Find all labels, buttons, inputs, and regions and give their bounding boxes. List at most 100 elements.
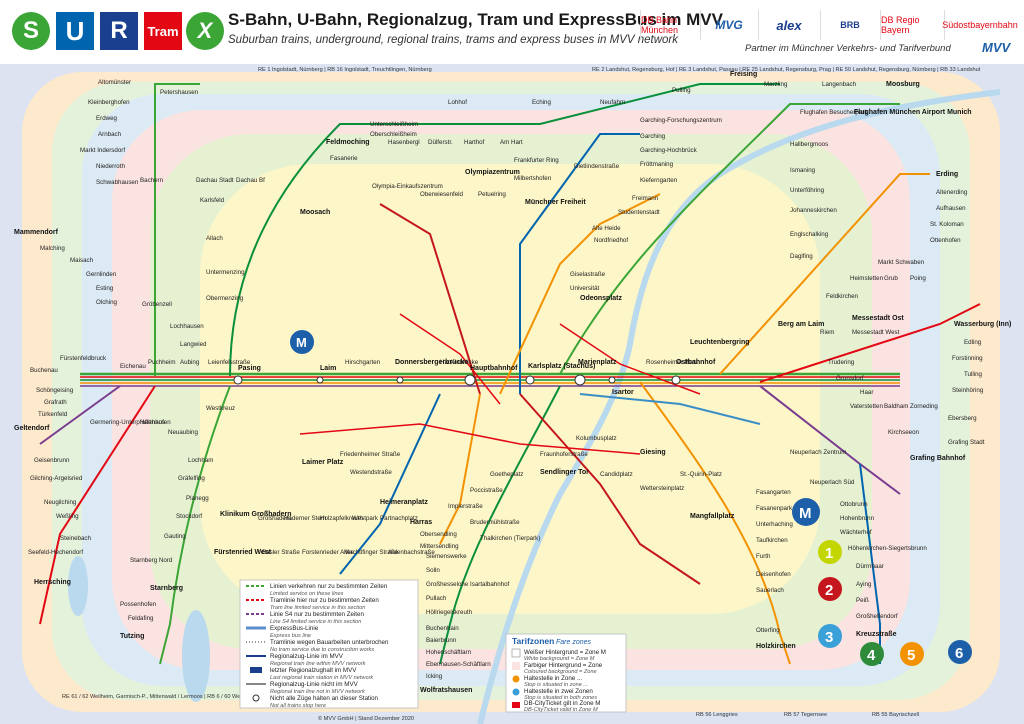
station-sauerlach[interactable]: Sauerlach bbox=[756, 587, 784, 594]
station-marienplatz[interactable]: Marienplatz bbox=[578, 359, 617, 366]
station-friedenheimer-strasse[interactable]: Friedenheimer Straße bbox=[340, 451, 401, 458]
station-fasanenpark[interactable]: Fasanenpark bbox=[756, 505, 793, 512]
station-wettersteinplatz[interactable]: Wettersteinplatz bbox=[640, 485, 684, 492]
station-frankfurter-ring[interactable]: Frankfurter Ring bbox=[514, 157, 559, 164]
station-unterschleissheim[interactable]: Unterschleißheim bbox=[370, 121, 418, 128]
station-wessling[interactable]: Weßling bbox=[56, 513, 79, 520]
station-moosburg[interactable]: Moosburg bbox=[886, 81, 920, 88]
station-mammendorf[interactable]: Mammendorf bbox=[14, 229, 59, 236]
station-hauptbahnhof[interactable]: Hauptbahnhof bbox=[470, 365, 518, 372]
station-langwied[interactable]: Langwied bbox=[180, 341, 207, 348]
station-gilching-argelsried[interactable]: Gilching-Argelsried bbox=[30, 475, 83, 482]
station-forstenrieder-allee[interactable]: Forstenrieder Allee bbox=[302, 549, 354, 556]
station-neuaubing[interactable]: Neuaubing bbox=[168, 429, 198, 436]
station-westkreuz[interactable]: Westkreuz bbox=[206, 405, 235, 412]
station-steinhoering[interactable]: Steinhöring bbox=[952, 387, 984, 394]
station-haderner-stern[interactable]: Haderner Stern bbox=[284, 515, 327, 522]
station-marzling[interactable]: Marzling bbox=[764, 81, 788, 88]
station-lochhausen[interactable]: Lochhausen bbox=[170, 323, 204, 330]
station-eichenau[interactable]: Eichenau bbox=[120, 363, 146, 370]
station-am-hart[interactable]: Am Hart bbox=[500, 139, 523, 146]
station-aidenbachstrasse[interactable]: Aidenbachstraße bbox=[388, 549, 435, 556]
station-gauting[interactable]: Gauting bbox=[164, 533, 186, 540]
station-fraunhoferstrasse[interactable]: Fraunhoferstraße bbox=[540, 451, 588, 458]
station-puchheim[interactable]: Puchheim bbox=[148, 359, 176, 366]
station-fuerstenried-west[interactable]: Fürstenried West bbox=[214, 549, 272, 556]
station-furth[interactable]: Furth bbox=[756, 553, 771, 560]
station-fasanerie[interactable]: Fasanerie bbox=[330, 155, 358, 162]
station-markt-indersdorf[interactable]: Markt Indersdorf bbox=[80, 147, 125, 154]
station-starnberg-nord[interactable]: Starnberg Nord bbox=[130, 557, 173, 564]
station-riem[interactable]: Riem bbox=[820, 329, 834, 336]
station-solln[interactable]: Solln bbox=[426, 567, 440, 574]
station-eching[interactable]: Eching bbox=[532, 99, 551, 106]
station-universitaet[interactable]: Universität bbox=[570, 285, 600, 292]
station-thalkirchen[interactable]: Thalkirchen (Tierpark) bbox=[480, 535, 540, 542]
station-zorneding[interactable]: Zorneding bbox=[910, 403, 938, 410]
station-neugilching[interactable]: Neugilching bbox=[44, 499, 77, 506]
station-kieferngarten[interactable]: Kieferngarten bbox=[640, 177, 678, 184]
station-gernlinden[interactable]: Gernlinden bbox=[86, 271, 117, 278]
station-brudermuehlstrasse[interactable]: Brudermühlstraße bbox=[470, 519, 520, 526]
station-klinikum-grosshadern[interactable]: Klinikum Großhadern bbox=[220, 511, 292, 518]
station-forstinning[interactable]: Forstinning bbox=[952, 355, 983, 362]
station-harthof[interactable]: Harthof bbox=[464, 139, 485, 146]
station-hirschgarten[interactable]: Hirschgarten bbox=[345, 359, 381, 366]
station-bachern[interactable]: Bachern bbox=[140, 177, 164, 184]
station-maisach[interactable]: Maisach bbox=[70, 257, 94, 264]
station-steinebach[interactable]: Steinebach bbox=[60, 535, 92, 542]
station-pullach[interactable]: Pullach bbox=[426, 595, 447, 602]
station-giesing[interactable]: Giesing bbox=[640, 449, 666, 456]
station-holzkirchen[interactable]: Holzkirchen bbox=[756, 643, 796, 650]
station-st-quirin-platz[interactable]: St.-Quirin-Platz bbox=[680, 471, 722, 478]
station-grafrath[interactable]: Grafrath bbox=[44, 399, 67, 406]
station-harthaus[interactable]: Harthaus bbox=[140, 419, 165, 426]
station-waechterhof[interactable]: Wächterhof bbox=[840, 529, 872, 536]
station-kleinberghofen[interactable]: Kleinberghofen bbox=[88, 99, 130, 106]
station-kreuzstrasse[interactable]: Kreuzstraße bbox=[856, 631, 897, 638]
station-kolumbusplatz[interactable]: Kolumbusplatz bbox=[576, 435, 617, 442]
station-westendstrasse[interactable]: Westendstraße bbox=[350, 469, 392, 476]
station-leienfelsstrasse[interactable]: Leienfelsstraße bbox=[208, 359, 251, 366]
station-oberschleissheim[interactable]: Oberschleißheim bbox=[370, 131, 417, 138]
station-ebenhausen[interactable]: Ebenhausen-Schäftlarn bbox=[426, 661, 491, 668]
station-hasenbergl[interactable]: Hasenbergl bbox=[388, 139, 420, 146]
station-flughafen-besucherpark[interactable]: Flughafen Besucherpark bbox=[800, 109, 868, 116]
station-poccistrasse[interactable]: Poccistraße bbox=[470, 487, 503, 494]
station-duelferstr[interactable]: Dülferstr. bbox=[428, 139, 453, 146]
station-heimeranplatz[interactable]: Heimeranplatz bbox=[380, 499, 428, 506]
station-lohhof[interactable]: Lohhof bbox=[448, 99, 467, 106]
station-feldafing[interactable]: Feldafing bbox=[128, 615, 154, 622]
station-messestadt-ost[interactable]: Messestadt Ost bbox=[852, 315, 904, 322]
station-allach[interactable]: Allach bbox=[206, 235, 223, 242]
station-altomuenster[interactable]: Altomünster bbox=[98, 79, 131, 86]
station-olympia-einkaufszentrum[interactable]: Olympia-Einkaufszentrum bbox=[372, 183, 443, 190]
station-groebenzell[interactable]: Gröbenzell bbox=[142, 301, 172, 308]
station-grub[interactable]: Grub bbox=[884, 275, 898, 282]
station-obersendling[interactable]: Obersendling bbox=[420, 531, 457, 538]
station-hackerbruecke[interactable]: Hackerbrücke bbox=[440, 359, 479, 366]
station-garching-forschungszentrum[interactable]: Garching-Forschungszentrum bbox=[640, 117, 722, 124]
station-niederroth[interactable]: Niederroth bbox=[96, 163, 125, 170]
station-haar[interactable]: Haar bbox=[860, 389, 873, 396]
station-heimstetten[interactable]: Heimstetten bbox=[850, 275, 884, 282]
station-hohenbrunn[interactable]: Hohenbrunn bbox=[840, 515, 875, 522]
station-st-koloman[interactable]: St. Koloman bbox=[930, 221, 964, 228]
station-holzapfelkreuth[interactable]: Holzapfelkreuth bbox=[320, 515, 364, 522]
station-rosenheimer-platz[interactable]: Rosenheimer Platz bbox=[646, 359, 698, 366]
station-geisenbrunn[interactable]: Geisenbrunn bbox=[34, 457, 70, 464]
station-mittersendling[interactable]: Mittersendling bbox=[420, 543, 459, 550]
station-basler-strasse[interactable]: Basler Straße bbox=[262, 549, 300, 556]
station-karlsfeld[interactable]: Karlsfeld bbox=[200, 197, 225, 204]
station-westpark[interactable]: Westpark bbox=[352, 515, 379, 522]
station-starnberg[interactable]: Starnberg bbox=[150, 585, 183, 592]
station-germering[interactable]: Germering-Unterpfaffenhofen bbox=[90, 419, 171, 426]
station-baierbrunn[interactable]: Baierbrunn bbox=[426, 637, 457, 644]
station-grafing-bahnhof[interactable]: Grafing Bahnhof bbox=[910, 455, 966, 462]
station-neuperlach-sued[interactable]: Neuperlach Süd bbox=[810, 479, 855, 486]
station-leuchtenbergring[interactable]: Leuchtenbergring bbox=[690, 339, 750, 346]
station-aying[interactable]: Aying bbox=[856, 581, 872, 588]
station-altenerding[interactable]: Altenerding bbox=[936, 189, 968, 196]
station-tulling[interactable]: Tulling bbox=[964, 371, 983, 378]
station-gronsdorf[interactable]: Gronsdorf bbox=[836, 375, 864, 382]
